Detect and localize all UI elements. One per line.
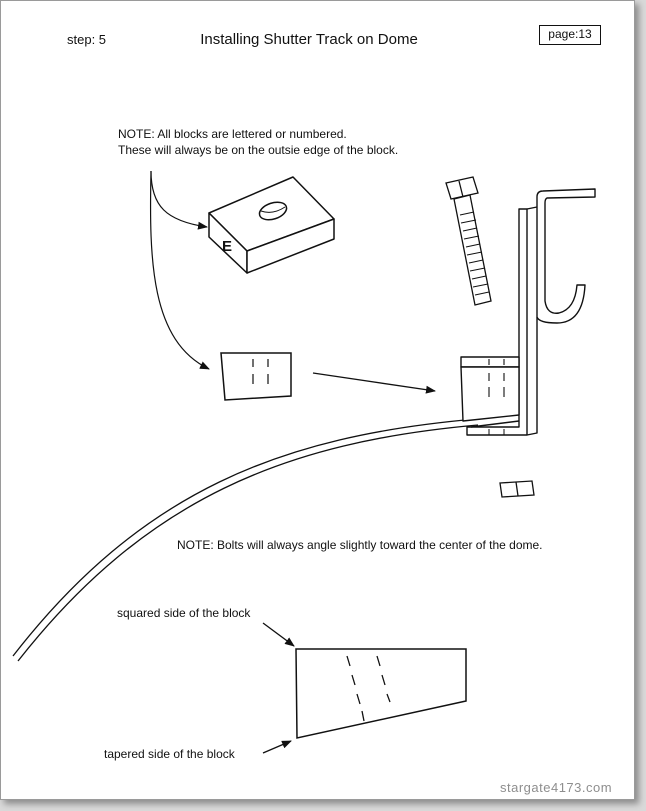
lettered-block-3d bbox=[208, 176, 335, 274]
squared-side-arrow bbox=[262, 622, 295, 647]
installation-diagram: E bbox=[12, 170, 596, 754]
page-title: Installing Shutter Track on Dome bbox=[200, 31, 418, 48]
bolt-threads bbox=[459, 211, 490, 296]
bolts-note: NOTE: Bolts will always angle slightly t… bbox=[177, 538, 543, 552]
step-number: step: 5 bbox=[67, 32, 107, 47]
flat-block bbox=[220, 352, 292, 401]
document-page: step: 5 Installing Shutter Track on Dome… bbox=[0, 0, 635, 800]
block-letter: E bbox=[222, 238, 232, 255]
blocks-note-line-2: These will always be on the outsie edge … bbox=[118, 143, 399, 157]
spacer-plate bbox=[460, 356, 520, 368]
leader-to-flat-block bbox=[149, 170, 210, 370]
bolt-hole bbox=[258, 201, 288, 221]
bolt bbox=[445, 176, 492, 306]
note-leader-lines bbox=[149, 170, 210, 370]
site-watermark: stargate4173.com bbox=[500, 780, 613, 795]
blocks-note-line-1: NOTE: All blocks are lettered or numbere… bbox=[118, 127, 347, 141]
shutter-track-assembly bbox=[460, 188, 596, 436]
blocks-note: NOTE: All blocks are lettered or numbere… bbox=[118, 126, 398, 158]
assembled-block bbox=[460, 366, 520, 422]
track-j-hook bbox=[536, 188, 596, 324]
squared-side-label: squared side of the block bbox=[117, 606, 251, 620]
block-side-face bbox=[246, 218, 335, 274]
tapered-side-label: tapered side of the block bbox=[104, 747, 235, 761]
tapered-block-detail bbox=[295, 648, 467, 739]
dome-surface bbox=[12, 418, 479, 662]
nut bbox=[499, 480, 535, 498]
bolt-head bbox=[445, 176, 479, 200]
page-number-box: page:13 bbox=[539, 25, 601, 45]
tapered-side-arrow bbox=[262, 740, 292, 754]
leader-to-3d-block bbox=[150, 170, 208, 230]
placement-arrow bbox=[312, 372, 436, 394]
bolt-shaft bbox=[453, 194, 492, 306]
